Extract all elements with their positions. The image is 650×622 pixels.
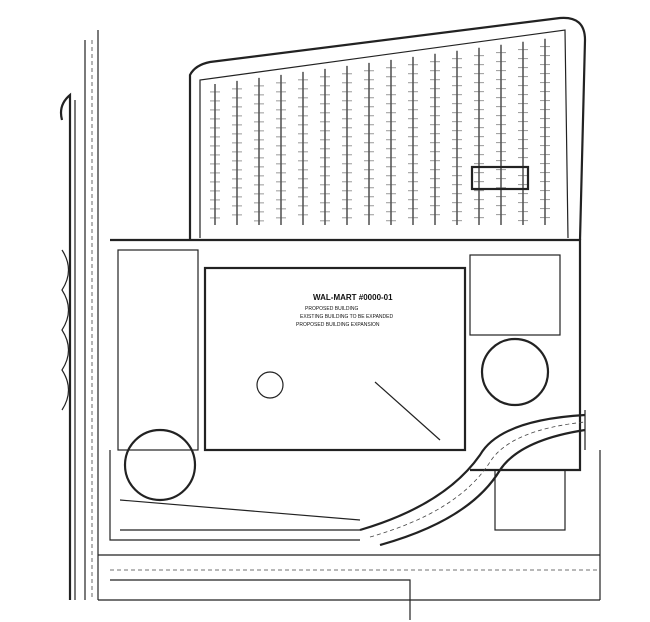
turnaround-circle-west — [123, 428, 197, 502]
parking-lot-south — [98, 450, 601, 620]
curved-driveway — [359, 410, 586, 547]
plan-subtitle: PROPOSED BUILDING EXPANSION — [296, 322, 380, 328]
parking-legend-box — [470, 165, 530, 191]
parking-lot-north — [188, 16, 587, 241]
plan-subtitle: EXISTING BUILDING TO BE EXPANDED — [300, 314, 393, 320]
street-left — [59, 30, 99, 600]
plan-subtitle: PROPOSED BUILDING — [305, 306, 358, 312]
plan-title: WAL-MART #0000-01 — [313, 293, 393, 302]
turnaround-circle-east — [480, 337, 550, 407]
